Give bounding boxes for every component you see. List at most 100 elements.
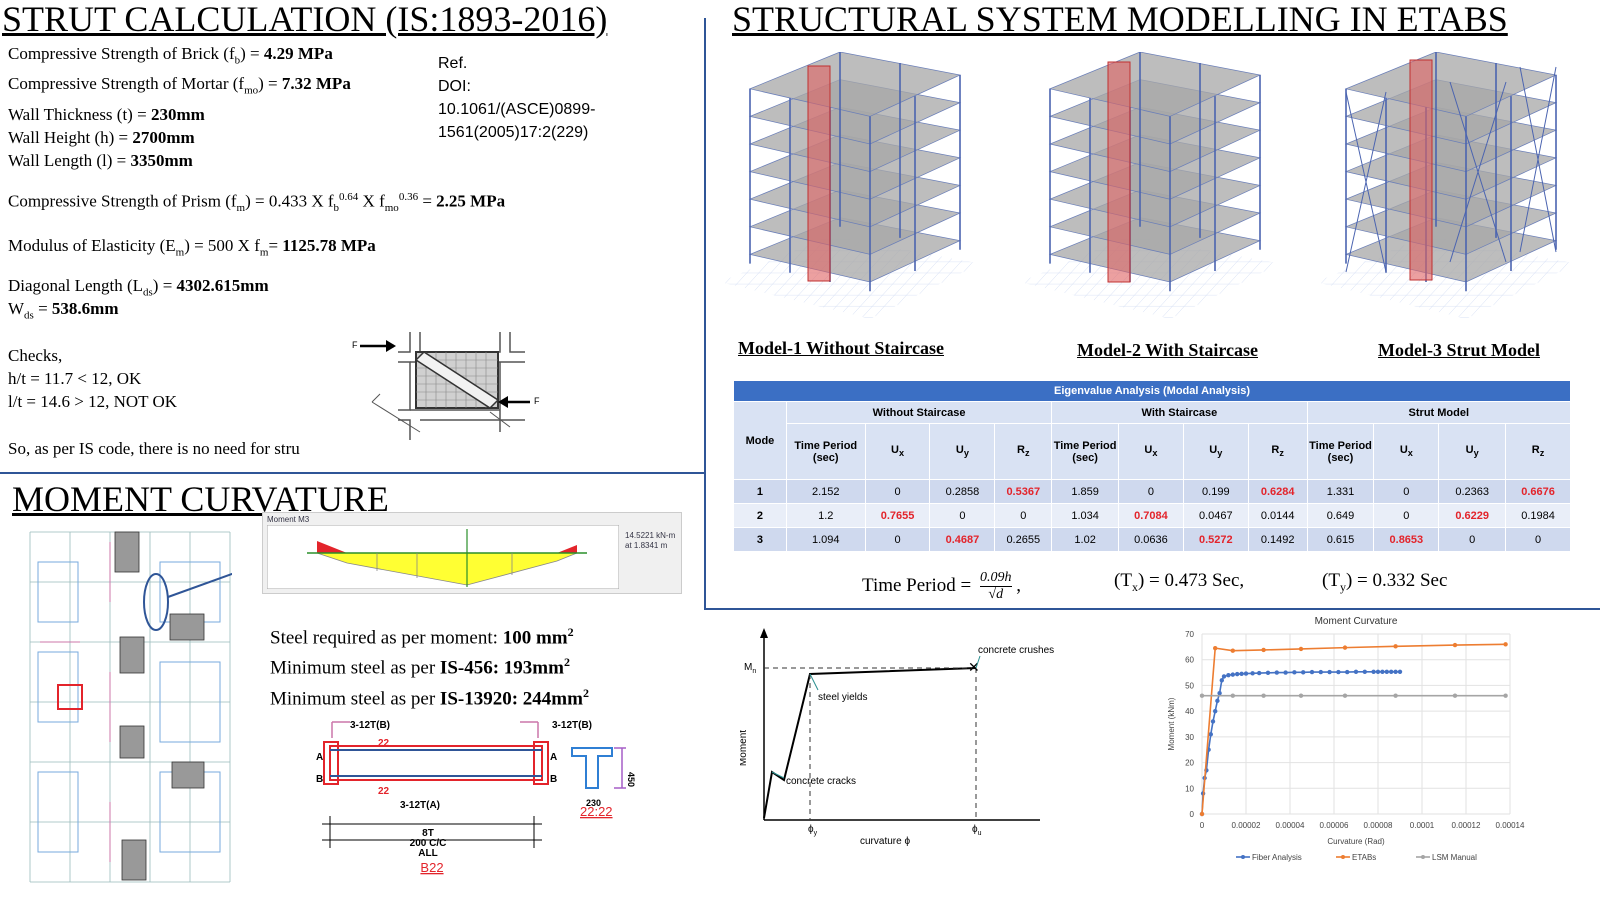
eigenvalue-table: Eigenvalue Analysis (Modal Analysis) Mod… bbox=[733, 380, 1572, 552]
data-point bbox=[1452, 642, 1458, 648]
mortar-strength-line: Compressive Strength of Mortar (fmo) = 7… bbox=[8, 74, 351, 97]
svg-text:3-12T(A): 3-12T(A) bbox=[400, 800, 440, 811]
data-point bbox=[1210, 719, 1216, 724]
table-cell: 0 bbox=[864, 479, 931, 504]
table-cell: 0.615 bbox=[1306, 527, 1375, 552]
column-headers: Time Period (sec) Ux Uy Rz Time Period (… bbox=[733, 423, 1571, 480]
mn-label: Mn bbox=[744, 662, 756, 675]
horizontal-divider-left bbox=[0, 472, 706, 474]
data-point bbox=[1503, 642, 1508, 647]
svg-text:22:22: 22:22 bbox=[580, 804, 613, 819]
table-cell: 0.8653 bbox=[1373, 527, 1440, 552]
prism-strength-line: Compressive Strength of Prism (fm) = 0.4… bbox=[8, 191, 506, 215]
y-tick-label: 30 bbox=[1185, 733, 1194, 742]
y-tick-label: 60 bbox=[1185, 656, 1194, 665]
data-point bbox=[1261, 693, 1266, 698]
table-cell: 0 bbox=[994, 503, 1053, 528]
wall-height-line: Wall Height (h) = 2700mm bbox=[8, 127, 195, 147]
check-l-t: l/t = 14.6 > 12, NOT OK bbox=[8, 392, 178, 411]
svg-text:A: A bbox=[550, 752, 557, 763]
y-tick-label: 70 bbox=[1185, 630, 1194, 639]
legend-label: Fiber Analysis bbox=[1252, 853, 1302, 862]
table-cell: 1.094 bbox=[785, 527, 866, 552]
force-label-left: F bbox=[352, 340, 358, 350]
wall-thickness-line: Wall Thickness (t) = 230mm bbox=[8, 104, 205, 124]
data-point bbox=[1208, 732, 1213, 737]
svg-text:3-12T(B): 3-12T(B) bbox=[350, 720, 390, 731]
table-cell: 0.2858 bbox=[929, 479, 996, 504]
model-2-caption: Model-2 With Staircase bbox=[1077, 340, 1258, 360]
x-tick-label: 0.00006 bbox=[1320, 821, 1349, 830]
table-cell: 0.7084 bbox=[1118, 503, 1184, 528]
modulus-line: Modulus of Elasticity (Em) = 500 X fm= 1… bbox=[8, 236, 376, 259]
data-point bbox=[1199, 693, 1205, 698]
model-3-rendering bbox=[1315, 52, 1577, 320]
legend-label: ETABs bbox=[1352, 853, 1376, 862]
beam-cross-section: 230 450 22:22 bbox=[571, 747, 636, 819]
table-cell: 0.0636 bbox=[1118, 527, 1184, 552]
data-point bbox=[1345, 669, 1350, 675]
data-point bbox=[1452, 693, 1458, 698]
table-cell: 0.1492 bbox=[1247, 527, 1308, 552]
floor-plan-drawing bbox=[29, 531, 232, 883]
y-tick-label: 0 bbox=[1190, 810, 1195, 819]
model-3-caption: Model-3 Strut Model bbox=[1378, 340, 1540, 360]
svg-text:22: 22 bbox=[378, 738, 390, 749]
table-cell: 2.152 bbox=[785, 479, 866, 504]
phi-u-label: ϕu bbox=[972, 824, 982, 837]
table-cell: 0.1984 bbox=[1505, 503, 1571, 528]
annotation-steel-yields: steel yields bbox=[818, 692, 867, 703]
data-point bbox=[1342, 645, 1348, 650]
data-point bbox=[1397, 669, 1403, 674]
data-point bbox=[1292, 670, 1297, 675]
conceptual-moment-curvature: ✕ concrete crushes steel yields concrete… bbox=[740, 628, 1054, 847]
y-tick-label: 20 bbox=[1185, 759, 1194, 768]
phi-y-label: ϕy bbox=[808, 824, 818, 837]
horizontal-divider-right bbox=[704, 608, 1600, 610]
beam-id-label: B22 bbox=[420, 860, 443, 875]
group-strut-model: Strut Model bbox=[1306, 401, 1572, 424]
strut-width-line: Wds = 538.6mm bbox=[8, 299, 119, 322]
table-cell: 0.649 bbox=[1306, 503, 1375, 528]
table-cell: 0.7655 bbox=[864, 503, 931, 528]
data-point bbox=[1230, 672, 1235, 677]
data-point bbox=[1235, 671, 1240, 677]
svg-text:A: A bbox=[316, 752, 323, 763]
x-tick-label: 0 bbox=[1200, 821, 1205, 830]
table-cell: 0 bbox=[1118, 479, 1184, 504]
table-cell: 0.5272 bbox=[1182, 527, 1249, 552]
data-point bbox=[1384, 669, 1389, 674]
legend-marker bbox=[1241, 855, 1245, 859]
data-point bbox=[1298, 693, 1304, 698]
data-point bbox=[1393, 669, 1398, 674]
svg-text:B: B bbox=[550, 774, 557, 785]
data-point bbox=[1371, 669, 1376, 674]
data-point bbox=[1342, 693, 1348, 698]
table-cell: 1.859 bbox=[1051, 479, 1120, 504]
table-cell: 0.2363 bbox=[1438, 479, 1507, 504]
data-point bbox=[1261, 647, 1266, 653]
data-point bbox=[1217, 690, 1222, 696]
data-point bbox=[1226, 672, 1231, 678]
x-tick-label: 0.00014 bbox=[1496, 821, 1525, 830]
x-tick-label: 0.00008 bbox=[1364, 821, 1393, 830]
model-2-rendering bbox=[1019, 52, 1281, 320]
svg-text:B: B bbox=[316, 774, 323, 785]
table-cell: 0.199 bbox=[1182, 479, 1249, 504]
curvature-axis-label: curvature ϕ bbox=[860, 836, 910, 847]
data-point bbox=[1199, 811, 1205, 817]
x-tick-label: 0.00004 bbox=[1276, 821, 1305, 830]
diagonal-length-line: Diagonal Length (Lds) = 4302.615mm bbox=[8, 276, 269, 299]
table-cell: 0.0144 bbox=[1247, 503, 1308, 528]
series-line-0 bbox=[1201, 670, 1400, 815]
table-cell: 1.2 bbox=[785, 503, 866, 528]
data-point bbox=[1336, 669, 1341, 675]
table-cell: 0 bbox=[864, 527, 931, 552]
data-point bbox=[1215, 698, 1220, 704]
svg-text:3-12T(B): 3-12T(B) bbox=[552, 720, 592, 731]
table-cell: 0.6229 bbox=[1438, 503, 1507, 528]
